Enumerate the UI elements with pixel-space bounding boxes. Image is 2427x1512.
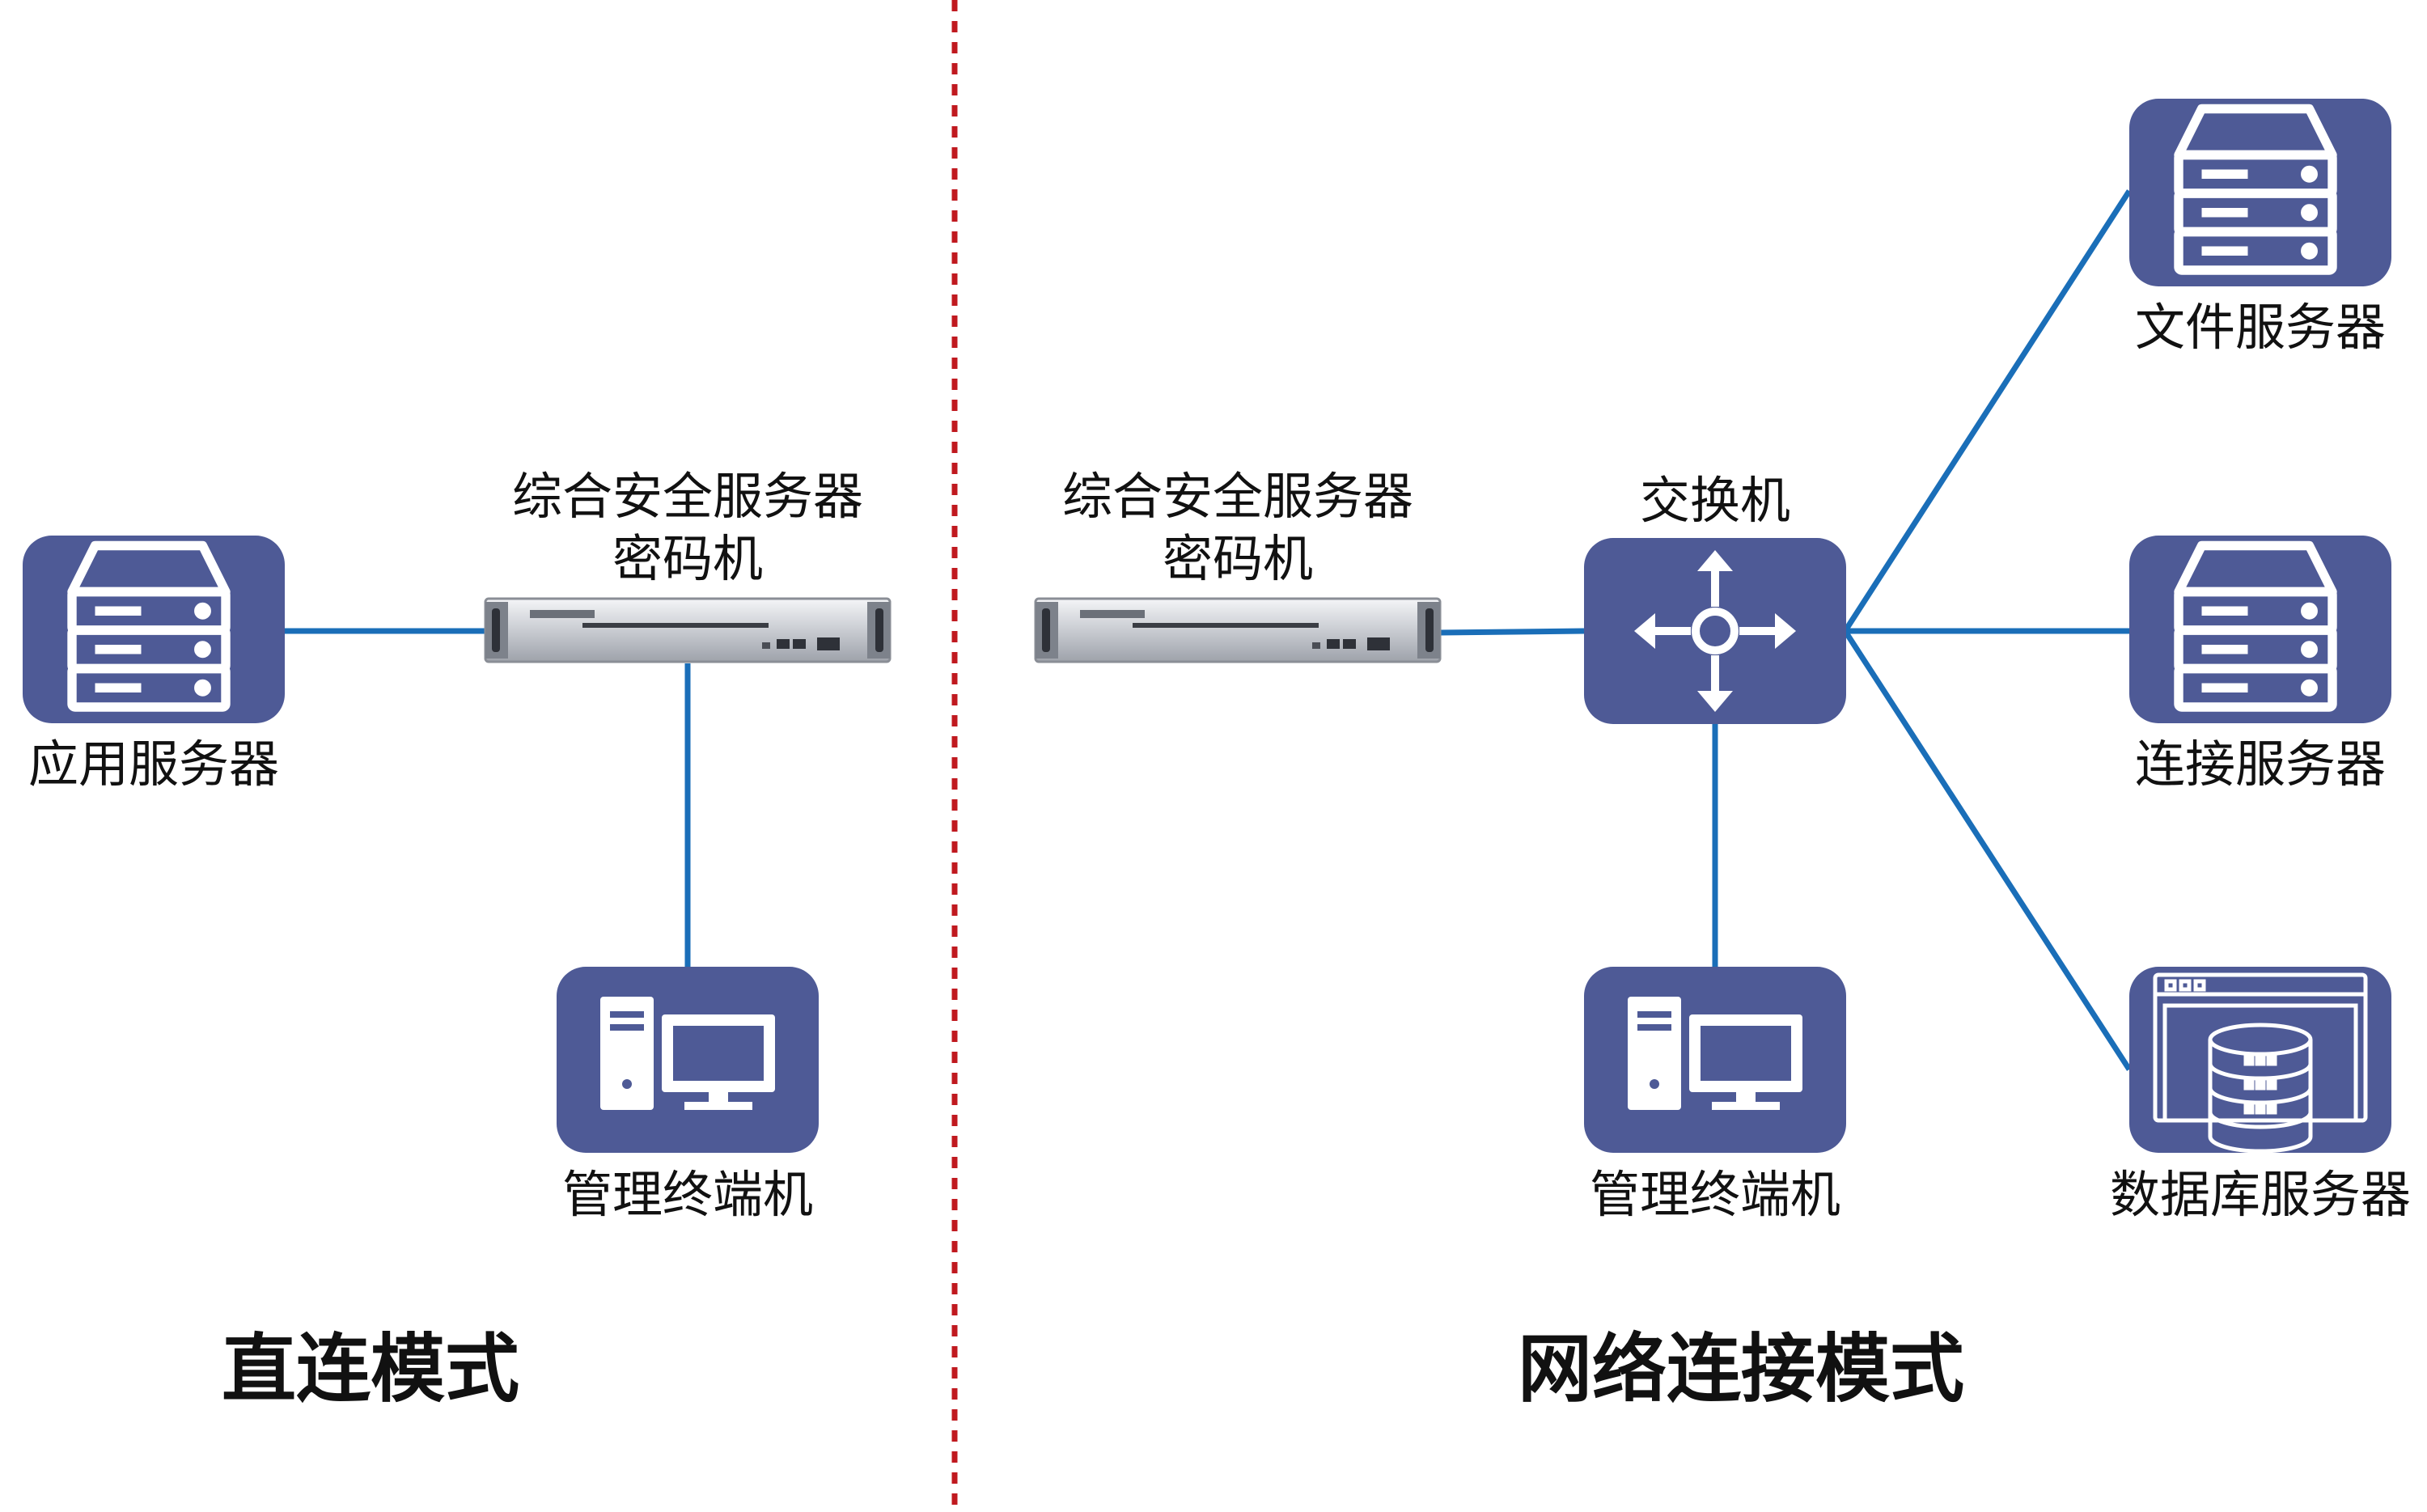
conn-server-node[interactable] bbox=[2129, 536, 2391, 723]
crypto-title-line2: 密码机 bbox=[1163, 529, 1313, 588]
app-server-label: 应用服务器 bbox=[28, 735, 279, 794]
network-mode-section: 综合安全服务器 密码机 交换机 文件服务器 bbox=[1034, 99, 2411, 1412]
network-mode-caption: 网络连接模式 bbox=[1518, 1326, 1964, 1412]
direct-mode-caption: 直连模式 bbox=[222, 1326, 519, 1412]
terminal-node[interactable] bbox=[1584, 967, 1846, 1153]
rack-server-icon bbox=[1034, 597, 1442, 663]
crypto-title-line1: 综合安全服务器 bbox=[1062, 467, 1413, 526]
crypto-title-line1: 综合安全服务器 bbox=[512, 467, 863, 526]
db-server-node[interactable] bbox=[2129, 967, 2391, 1153]
terminal-label: 管理终端机 bbox=[562, 1165, 813, 1224]
crypto-appliance[interactable] bbox=[484, 597, 892, 663]
link-switch-to-db-server bbox=[1844, 631, 2132, 1071]
switch-node[interactable] bbox=[1584, 538, 1846, 724]
rack-server-icon bbox=[484, 597, 892, 663]
app-server-node[interactable] bbox=[23, 536, 285, 723]
link-switch-to-file-server bbox=[1844, 189, 2132, 631]
crypto-title-line2: 密码机 bbox=[612, 529, 763, 588]
db-server-label: 数据库服务器 bbox=[2110, 1165, 2411, 1224]
file-server-node[interactable] bbox=[2129, 99, 2391, 286]
switch-label: 交换机 bbox=[1640, 471, 1790, 530]
switch-arrows-icon bbox=[1634, 550, 1796, 712]
crypto-appliance[interactable] bbox=[1034, 597, 1442, 663]
terminal-node[interactable] bbox=[557, 967, 819, 1153]
link-crypto-to-switch bbox=[1439, 628, 1585, 636]
terminal-label: 管理终端机 bbox=[1590, 1165, 1840, 1224]
direct-mode-section: 应用服务器 综合安全服务器 密码机 管理终端机 直连模式 bbox=[23, 467, 892, 1412]
conn-server-label: 连接服务器 bbox=[2135, 735, 2386, 794]
file-server-label: 文件服务器 bbox=[2135, 298, 2386, 357]
